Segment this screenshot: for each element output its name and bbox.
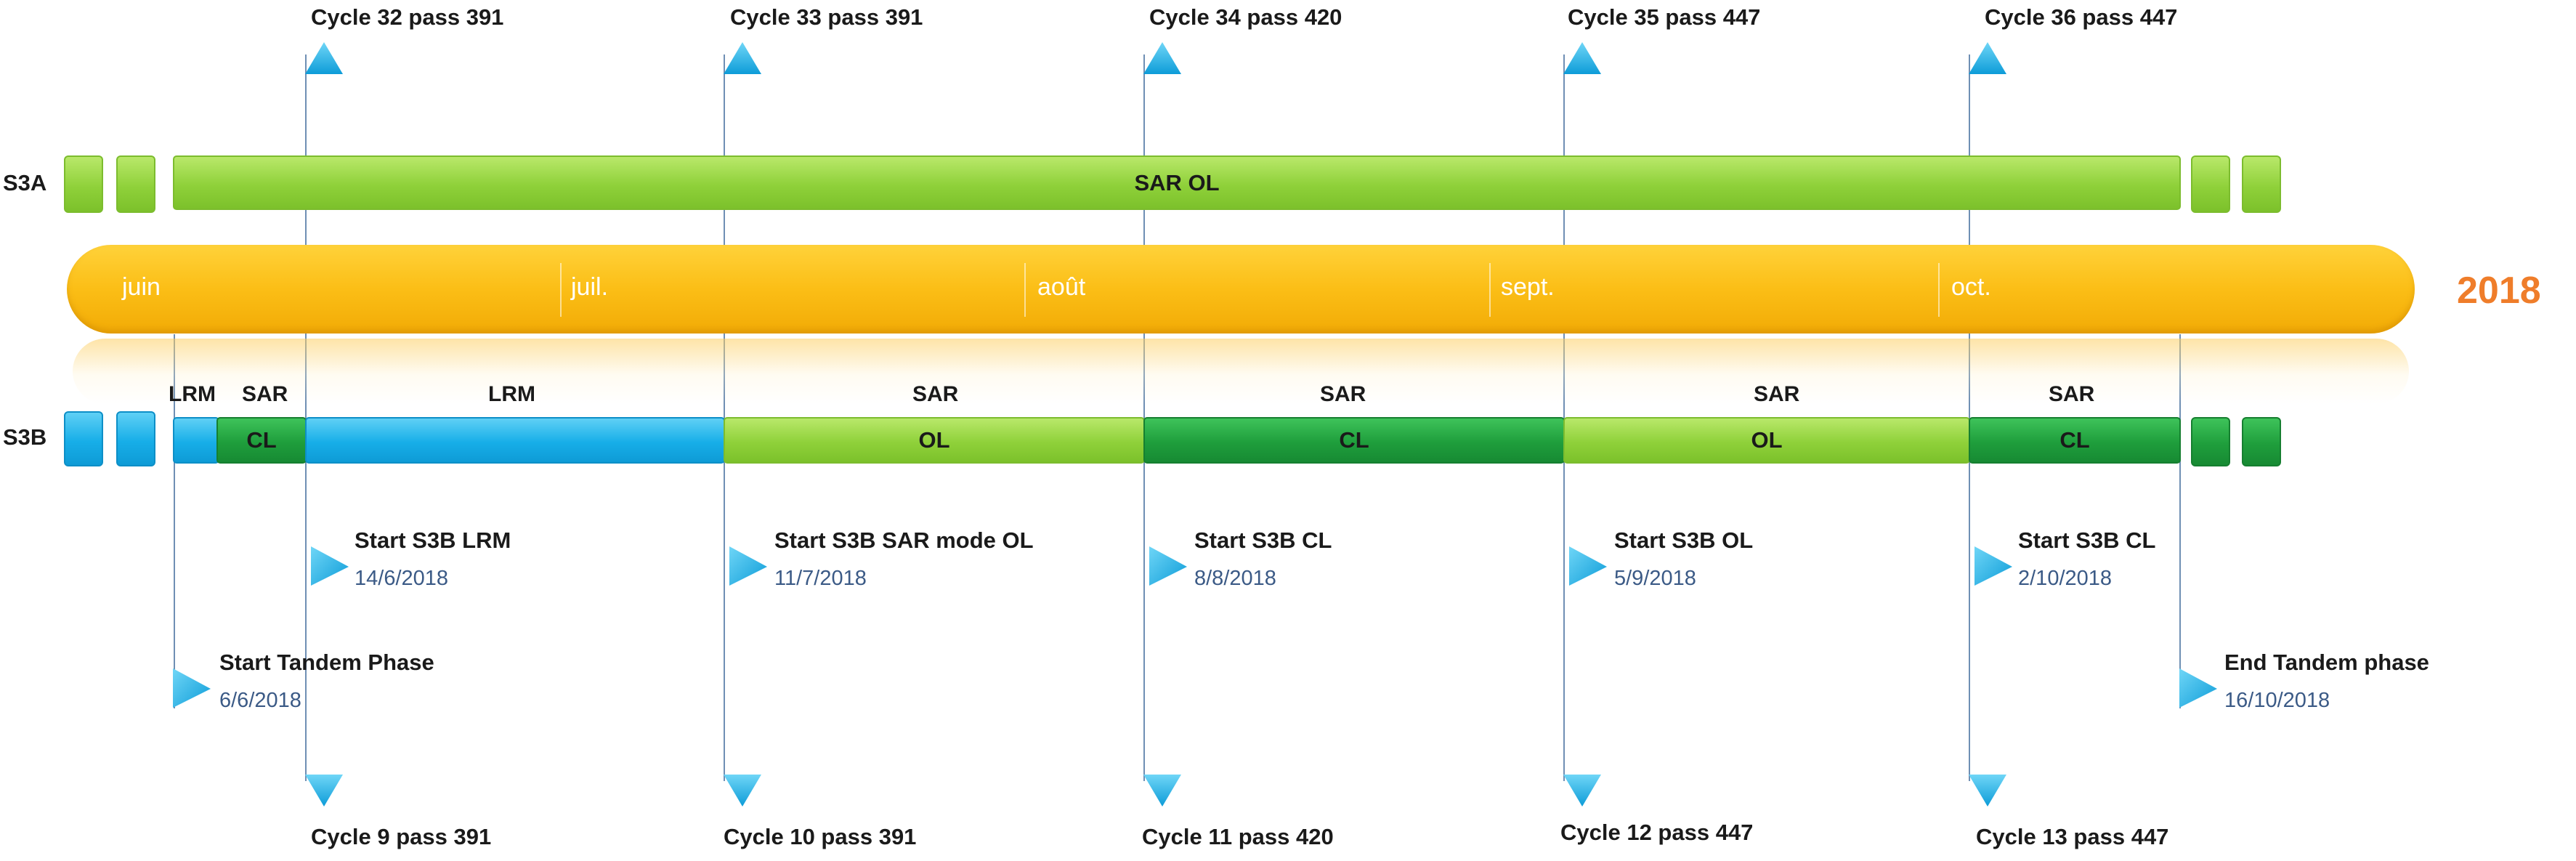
milestone-flag-icon: [1569, 546, 1607, 586]
s3b-segment-sar-ol: OL: [1563, 417, 1970, 464]
milestone-flag-icon: [729, 546, 767, 586]
milestone-title: Start S3B CL: [2018, 527, 2156, 553]
segment-top-label: LRM: [169, 382, 216, 406]
segment-top-label: SAR: [912, 382, 959, 406]
milestone-date: 11/7/2018: [774, 567, 867, 590]
segment-bottom-label: OL: [1751, 427, 1783, 453]
month-divider: [1489, 263, 1491, 317]
milestone-title: Start Tandem Phase: [219, 650, 434, 675]
milestone-start-s3b-cl-2: Start S3B CL 2/10/2018: [2018, 527, 2155, 591]
top-marker-icon: [1563, 42, 1601, 74]
s3a-post-block: [2242, 155, 2281, 213]
milestone-title: End Tandem phase: [2224, 650, 2429, 675]
month-divider: [560, 263, 562, 317]
s3a-pre-block: [64, 155, 103, 213]
milestone-start-s3b-ol: Start S3B OL 5/9/2018: [1614, 527, 1753, 591]
top-cycle-label: Cycle 36 pass 447: [1985, 4, 2178, 30]
milestone-flag-icon: [173, 668, 211, 708]
bottom-cycle-label: Cycle 11 pass 420: [1142, 824, 1334, 849]
milestone-flag-icon: [1149, 546, 1187, 586]
milestone-start-s3b-lrm: Start S3B LRM 14/6/2018: [355, 527, 511, 591]
segment-top-label: SAR: [2049, 382, 2095, 406]
segment-bottom-label: CL: [246, 427, 277, 453]
s3b-segment-sar-cl: CL: [1143, 417, 1565, 464]
timeline-reflection: [73, 339, 2409, 404]
milestone-title: Start S3B CL: [1194, 527, 1332, 553]
milestone-start-tandem: Start Tandem Phase 6/6/2018: [219, 650, 434, 713]
top-cycle-label: Cycle 34 pass 420: [1149, 4, 1342, 30]
bottom-marker-icon: [1143, 775, 1181, 807]
bottom-marker-icon: [1969, 775, 2006, 807]
top-marker-icon: [1969, 42, 2006, 74]
milestone-title: Start S3B SAR mode OL: [774, 527, 1034, 553]
row-label-s3b: S3B: [3, 424, 47, 450]
s3b-pre-block: [64, 411, 103, 466]
segment-bottom-label: CL: [2059, 427, 2090, 453]
milestone-date: 5/9/2018: [1614, 567, 1696, 590]
month-divider: [1024, 263, 1026, 317]
milestone-title: Start S3B OL: [1614, 527, 1754, 553]
milestone-date: 8/8/2018: [1194, 567, 1276, 590]
segment-top-label: SAR: [242, 382, 288, 406]
month-label: août: [1037, 273, 1086, 301]
s3b-segment-lrm: [305, 417, 725, 464]
guide-line-tandem-start: [174, 334, 175, 708]
s3b-segment-sar-ol: OL: [724, 417, 1145, 464]
segment-bottom-label: CL: [1339, 427, 1369, 453]
s3b-pre-block: [116, 411, 155, 466]
milestone-date: 2/10/2018: [2018, 567, 2113, 590]
bottom-marker-icon: [1563, 775, 1601, 807]
guide-line-tandem-end: [2179, 334, 2181, 708]
month-label: oct.: [1951, 273, 1991, 301]
month-divider: [1938, 263, 1940, 317]
segment-top-label: SAR: [1754, 382, 1800, 406]
s3a-pre-block: [116, 155, 155, 213]
s3b-post-block: [2191, 417, 2230, 466]
s3a-bar-label: SAR OL: [1134, 169, 1220, 195]
month-label: sept.: [1501, 273, 1555, 301]
milestone-start-s3b-cl: Start S3B CL 8/8/2018: [1194, 527, 1332, 591]
milestone-flag-icon: [2179, 668, 2217, 708]
s3b-segment-sar-cl: CL: [216, 417, 307, 464]
timeline-bar: [67, 245, 2415, 334]
month-label: juin: [122, 273, 161, 301]
top-marker-icon: [305, 42, 343, 74]
s3a-post-block: [2191, 155, 2230, 213]
top-marker-icon: [724, 42, 761, 74]
bottom-cycle-label: Cycle 10 pass 391: [724, 824, 917, 849]
top-cycle-label: Cycle 32 pass 391: [311, 4, 504, 30]
bottom-cycle-label: Cycle 9 pass 391: [311, 824, 492, 849]
milestone-end-tandem: End Tandem phase 16/10/2018: [2224, 650, 2429, 713]
s3b-segment-sar-cl: CL: [1969, 417, 2181, 464]
bottom-marker-icon: [724, 775, 761, 807]
top-cycle-label: Cycle 35 pass 447: [1568, 4, 1761, 30]
top-marker-icon: [1143, 42, 1181, 74]
bottom-marker-icon: [305, 775, 343, 807]
milestone-start-s3b-sar-ol: Start S3B SAR mode OL 11/7/2018: [774, 527, 1034, 591]
top-cycle-label: Cycle 33 pass 391: [730, 4, 923, 30]
row-label-s3a: S3A: [3, 170, 47, 195]
segment-top-label: SAR: [1320, 382, 1366, 406]
milestone-date: 14/6/2018: [355, 567, 449, 590]
milestone-date: 16/10/2018: [2224, 689, 2330, 712]
bottom-cycle-label: Cycle 12 pass 447: [1560, 820, 1754, 845]
segment-top-label: LRM: [488, 382, 535, 406]
milestone-title: Start S3B LRM: [355, 527, 511, 553]
segment-bottom-label: OL: [918, 427, 950, 453]
month-label: juil.: [571, 273, 609, 301]
year-label: 2018: [2457, 270, 2541, 312]
s3b-segment-lrm: [173, 417, 219, 464]
s3b-post-block: [2242, 417, 2281, 466]
milestone-flag-icon: [1974, 546, 2012, 586]
milestone-date: 6/6/2018: [219, 689, 301, 712]
s3a-sar-ol-bar: SAR OL: [173, 155, 2181, 210]
milestone-flag-icon: [311, 546, 349, 586]
bottom-cycle-label: Cycle 13 pass 447: [1976, 824, 2169, 849]
